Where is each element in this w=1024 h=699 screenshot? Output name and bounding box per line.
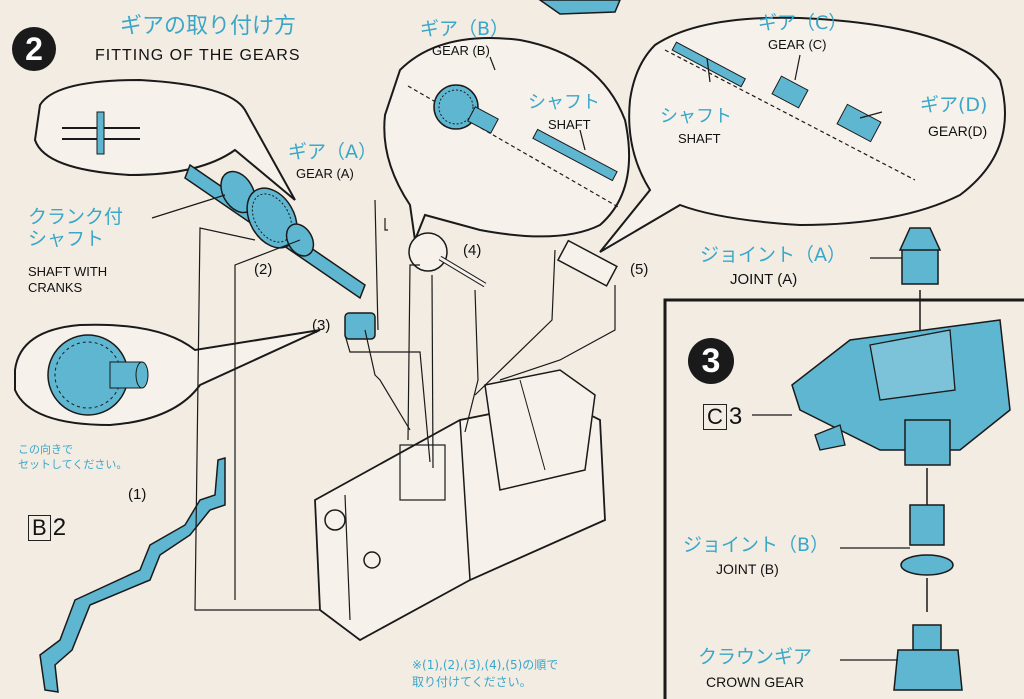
part-count-c: 3 [728, 403, 743, 430]
crank-shaft-label-en: SHAFT WITH CRANKS [28, 264, 108, 296]
callout-5: (5) [630, 261, 649, 278]
shaft-b-label-en: SHAFT [548, 117, 591, 132]
gear-a-orientation-bubble [14, 323, 321, 427]
link-rod [39, 457, 226, 693]
shaft-c-label-en: SHAFT [678, 131, 721, 146]
gear-d-label-en: GEAR(D) [928, 123, 988, 139]
gear-b-bubble [383, 37, 631, 244]
gearbox-top-part [791, 319, 1011, 466]
part-letter-c: C [703, 404, 727, 430]
gear-b-label-en: GEAR (B) [432, 43, 490, 58]
callout-3: (3) [312, 317, 331, 334]
crank-shaft-label-jp: クランク付 シャフト [28, 206, 124, 250]
joint-a-label-jp: ジョイント（A） [700, 244, 846, 266]
crown-gear [893, 624, 963, 691]
gear-b-label-jp: ギア（B） [420, 18, 510, 40]
cropped-part [538, 0, 621, 15]
label-leaders [151, 54, 910, 661]
step-2-title-jp: ギアの取り付け方 [120, 14, 297, 39]
order-note: ※(1),(2),(3),(4),(5)の順で 取り付けてください。 [412, 658, 559, 690]
gear-a-label-en: GEAR (A) [296, 166, 354, 181]
part-count-b2: B 2 [28, 514, 66, 542]
step-3-badge: 3 [688, 338, 734, 384]
guide-lines [194, 199, 616, 611]
gear-c-label-en: GEAR (C) [768, 37, 827, 52]
gear-a-label-jp: ギア（A） [288, 141, 377, 163]
crank-shaft [184, 163, 366, 300]
gear-cd-bubble [599, 16, 1006, 253]
callout-4: (4) [463, 242, 482, 259]
crank-detail-bubble [33, 78, 296, 201]
gear-cd [556, 239, 618, 287]
gear-d-label-jp: ギア(D) [920, 94, 988, 116]
step3-panel [663, 298, 1024, 699]
joint-a [898, 227, 942, 330]
part-count-b: 2 [52, 514, 67, 541]
gear-c-label-jp: ギア（C） [758, 12, 848, 34]
gearbox-housing [314, 369, 606, 642]
joint-b-label-jp: ジョイント（B） [683, 534, 830, 556]
joint-b [900, 468, 954, 612]
gear-b [408, 232, 487, 288]
callout-2: (2) [254, 261, 273, 278]
crown-gear-label-jp: クラウンギア [698, 646, 813, 668]
joint-b-label-en: JOINT (B) [716, 561, 779, 577]
part-count-c3: C 3 [703, 403, 742, 431]
orientation-note: この向きで セットしてください。 [18, 443, 128, 472]
callout-1: (1) [128, 486, 147, 503]
joint-a-label-en: JOINT (A) [730, 271, 798, 288]
crown-gear-label-en: CROWN GEAR [706, 674, 804, 690]
shaft-c-label-jp: シャフト [660, 106, 732, 127]
shaft-b-label-jp: シャフト [528, 92, 600, 113]
step-2-title-en: FITTING OF THE GEARS [95, 47, 301, 64]
part-letter-b: B [28, 515, 51, 541]
step-2-badge: 2 [12, 27, 56, 71]
gear-a [344, 312, 376, 340]
